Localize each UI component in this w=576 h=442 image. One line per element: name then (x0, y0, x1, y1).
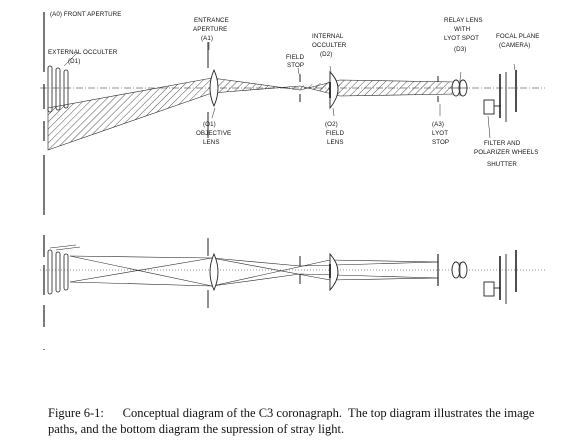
filter-wheels-bottom (483, 254, 507, 304)
filter-wheels (483, 72, 507, 122)
label-field-lens: LENS (327, 139, 344, 146)
image-beam (47, 77, 456, 151)
objective-lens-bottom (209, 252, 219, 292)
label-with: WITH (454, 26, 470, 33)
bottom-diagram (40, 235, 545, 350)
stray-light-rays (69, 255, 439, 287)
label-entrance: ENTRANCE (194, 17, 229, 24)
objective-lens (209, 68, 219, 108)
figure-caption: Figure 6-1: Conceptual diagram of the C3… (48, 405, 568, 437)
label-polarizer-wheels: POLARIZER WHEELS (474, 149, 539, 156)
label-internal-occulter-id: (D2) (320, 51, 332, 58)
label-relay-lens-id: (D3) (454, 46, 466, 53)
caption-figure-number: Figure 6-1: (48, 406, 104, 420)
label-front-aperture: (A0) FRONT APERTURE (50, 11, 121, 18)
field-lens-bottom (329, 252, 339, 292)
label-internal: INTERNAL (312, 33, 344, 40)
caption-line-2: paths, and the bottom diagram the supres… (48, 422, 345, 436)
label-external-occulter: EXTERNAL OCCULTER (48, 49, 118, 56)
top-diagram: (A0) FRONT APERTURE EXTERNAL OCCULTER (D… (40, 11, 545, 215)
field-lens (329, 70, 339, 110)
external-occulter (47, 65, 69, 113)
label-camera: (CAMERA) (499, 42, 530, 49)
label-aperture: APERTURE (193, 26, 227, 33)
relay-lens (451, 79, 468, 97)
relay-lens-bottom (451, 261, 468, 279)
caption-line-1: Conceptual diagram of the C3 coronagraph… (122, 406, 535, 420)
label-field-lens-field: FIELD (326, 130, 344, 137)
label-filter: FILTER AND (484, 140, 521, 147)
label-lyot-stop: STOP (432, 139, 449, 146)
label-shutter: SHUTTER (487, 161, 517, 168)
label-entrance-aperture-id: (A1) (201, 35, 213, 42)
label-stop: STOP (287, 62, 304, 69)
label-focal-plane: FOCAL PLANE (496, 33, 540, 40)
label-objective-id: (O1) (203, 121, 216, 128)
label-field-lens-id: (O2) (325, 121, 338, 128)
label-relay-lens: RELAY LENS (444, 17, 483, 24)
label-external-occulter-id: (D1) (68, 58, 80, 65)
label-objective: OBJECTIVE (196, 130, 231, 137)
label-lyot-stop-id: (A3) (432, 121, 444, 128)
label-lyot: LYOT (432, 130, 448, 137)
label-lyot-spot: LYOT SPOT (444, 35, 479, 42)
label-objective-lens: LENS (203, 139, 220, 146)
label-occulter: OCCULTER (312, 42, 347, 49)
top-labels: (A0) FRONT APERTURE EXTERNAL OCCULTER (D… (48, 11, 540, 168)
external-occulter-bottom (47, 244, 81, 295)
label-field: FIELD (286, 54, 304, 61)
